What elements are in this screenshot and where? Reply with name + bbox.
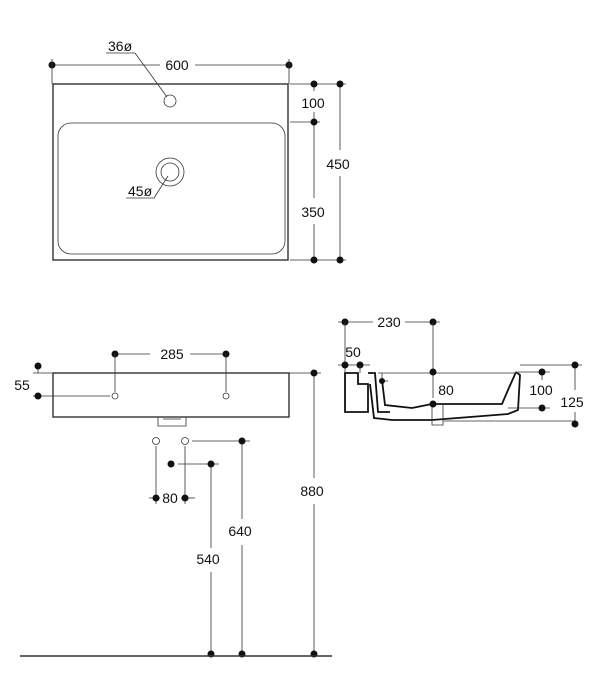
edge-to-basin-label: 100 bbox=[301, 95, 325, 111]
drain-inner bbox=[160, 162, 180, 182]
drain-label: 45ø bbox=[128, 183, 153, 199]
offset-label: 230 bbox=[377, 314, 401, 330]
tap-hole-label: 36ø bbox=[108, 38, 133, 54]
top-view: 600 36ø 45ø 100 350 450 bbox=[48, 38, 350, 264]
side-section-view: 230 50 80 100 125 bbox=[338, 314, 584, 428]
front-view: 285 55 80 640 540 bbox=[14, 346, 332, 658]
basin-front-outline bbox=[52, 372, 290, 418]
total-height-label: 125 bbox=[560, 394, 584, 410]
drain-pipe bbox=[167, 460, 175, 468]
drain-outer bbox=[155, 157, 185, 187]
tap-hole-right bbox=[222, 392, 230, 400]
basin-depth-label: 350 bbox=[301, 204, 325, 220]
supply-pipe-right bbox=[181, 437, 189, 445]
bowl-depth-label: 100 bbox=[529, 382, 553, 398]
rim-height-label: 880 bbox=[300, 483, 324, 499]
supply-height-label: 640 bbox=[228, 523, 252, 539]
drain-height-label: 540 bbox=[196, 551, 220, 567]
tap-hole bbox=[163, 94, 177, 108]
basin-bowl-outline bbox=[57, 122, 286, 255]
tap-hole-left bbox=[111, 392, 119, 400]
width-label: 600 bbox=[165, 57, 189, 73]
basin-top-outline bbox=[52, 83, 289, 261]
supply-pipe-left bbox=[152, 437, 160, 445]
drain-outlet bbox=[157, 417, 187, 427]
wall-label: 50 bbox=[345, 344, 361, 360]
hole-height-label: 55 bbox=[14, 377, 30, 393]
side-section-profile bbox=[344, 372, 369, 413]
pipe-spacing-label: 80 bbox=[162, 490, 178, 506]
total-depth-label: 450 bbox=[326, 156, 350, 172]
hole-spacing-label: 285 bbox=[160, 346, 184, 362]
inner-label: 80 bbox=[438, 382, 454, 398]
